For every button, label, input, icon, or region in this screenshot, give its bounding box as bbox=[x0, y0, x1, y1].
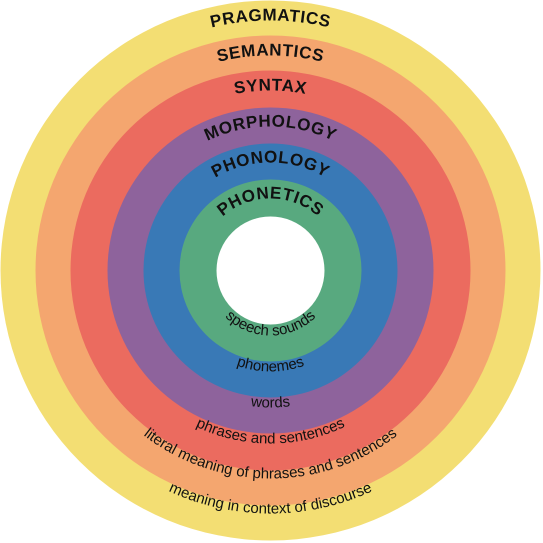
center-circle bbox=[216, 216, 325, 325]
phonology-description: phonemes bbox=[235, 353, 306, 375]
morphology-description: words bbox=[249, 393, 291, 411]
syntax-title: SYNTAX bbox=[233, 75, 309, 97]
